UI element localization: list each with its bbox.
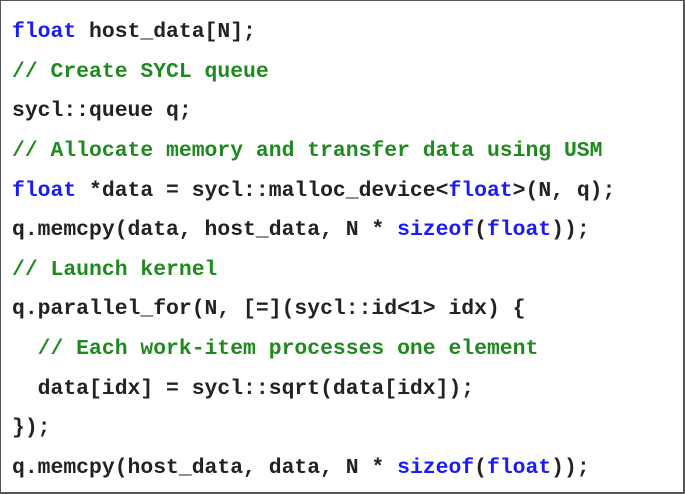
- code-token: ));: [551, 456, 590, 481]
- keyword-token: float: [448, 178, 513, 203]
- keyword-token: float: [12, 178, 77, 203]
- keyword-token: float: [12, 20, 77, 44]
- code-token: ));: [551, 218, 590, 243]
- code-token: host_data[N];: [76, 20, 256, 44]
- code-token: });: [12, 416, 51, 441]
- comment-token: // Each work-item processes one element: [12, 337, 539, 362]
- code-token: *data = sycl::malloc_device<: [76, 178, 449, 203]
- code-line-6: q.memcpy(data, host_data, N * sizeof(flo…: [12, 215, 615, 255]
- code-token: q.memcpy(data, host_data, N *: [12, 218, 398, 243]
- comment-token: // Launch kernel: [12, 257, 218, 282]
- keyword-token: sizeof: [397, 218, 475, 243]
- code-token: q.memcpy(host_data, data, N *: [12, 456, 398, 481]
- code-token: data[idx] = sycl::sqrt(data[idx]);: [12, 376, 475, 401]
- code-line-11: });: [12, 413, 615, 453]
- code-line-12: q.memcpy(host_data, data, N * sizeof(flo…: [12, 453, 615, 493]
- code-token: sycl::queue q;: [12, 99, 192, 124]
- code-token: (: [474, 456, 487, 481]
- comment-token: // Allocate memory and transfer data usi…: [12, 138, 603, 163]
- code-line-9: // Each work-item processes one element: [12, 334, 615, 374]
- code-line-10: data[idx] = sycl::sqrt(data[idx]);: [12, 374, 615, 414]
- code-line-3: sycl::queue q;: [12, 96, 615, 136]
- code-line-1: float host_data[N];: [12, 17, 615, 57]
- code-line-2: // Create SYCL queue: [12, 57, 615, 97]
- keyword-token: sizeof: [397, 456, 475, 481]
- keyword-token: float: [486, 456, 552, 481]
- code-token: >(N, q);: [512, 178, 616, 203]
- code-line-5: float *data = sycl::malloc_device<float>…: [12, 176, 615, 216]
- code-line-4: // Allocate memory and transfer data usi…: [12, 136, 615, 176]
- code-line-7: // Launch kernel: [12, 255, 615, 295]
- comment-token: // Create SYCL queue: [12, 59, 269, 84]
- keyword-token: float: [486, 218, 552, 243]
- code-line-8: q.parallel_for(N, [=](sycl::id<1> idx) {: [12, 294, 615, 334]
- code-token: q.parallel_for(N, [=](sycl::id<1> idx) {: [12, 297, 526, 322]
- code-token: (: [474, 218, 487, 243]
